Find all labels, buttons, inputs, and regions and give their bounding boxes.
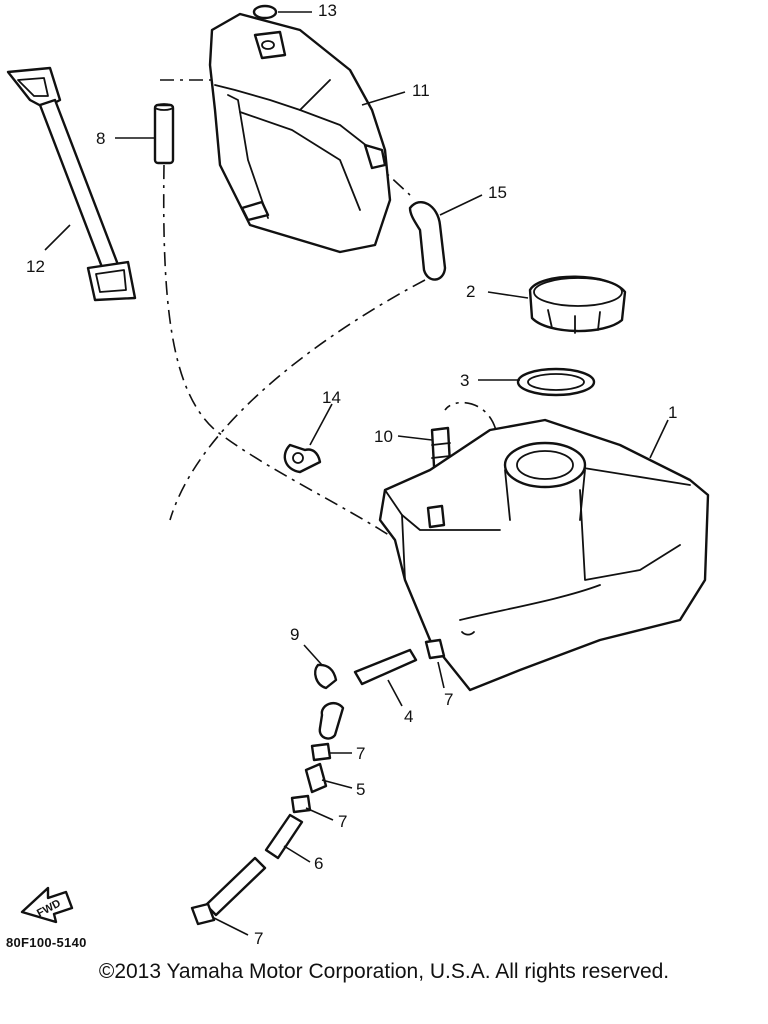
- callout-leader-lines: [44, 11, 669, 936]
- hose-part-8: [153, 103, 175, 165]
- callout-9: 9: [290, 625, 299, 644]
- copyright-notice: ©2013 Yamaha Motor Corporation, U.S.A. A…: [98, 960, 670, 983]
- gasket-part-3: [516, 367, 596, 397]
- callout-labels: 13 11 8 15 12 2 3 14 10 1 9 7 4 7 5 7 6 …: [26, 1, 677, 948]
- callout-7d: 7: [254, 929, 263, 948]
- callout-7a: 7: [444, 690, 453, 709]
- callout-2: 2: [466, 282, 475, 301]
- fuel-filter-part-5: [304, 762, 328, 794]
- fuel-hose-part-4: [318, 648, 418, 740]
- callout-10: 10: [374, 427, 393, 446]
- callout-11: 11: [412, 81, 430, 100]
- fuel-hose-part-6: [204, 813, 304, 917]
- callout-4: 4: [404, 707, 413, 726]
- hose-part-15: [408, 201, 447, 281]
- forward-arrow-icon: FWD: [20, 886, 74, 924]
- cap-part-13: [252, 4, 278, 20]
- callout-12: 12: [26, 257, 45, 276]
- hose-clips-part-7: [190, 638, 446, 926]
- diagram-code: 80F100-5140: [6, 935, 87, 950]
- fuel-tank-part-1: [378, 418, 710, 692]
- clamp-part-9: [314, 663, 338, 690]
- callout-14: 14: [322, 388, 341, 407]
- callout-13: 13: [318, 1, 337, 20]
- callout-3: 3: [460, 371, 469, 390]
- reservoir-tank-part-11: [208, 12, 392, 254]
- callout-8: 8: [96, 129, 105, 148]
- callout-6: 6: [314, 854, 323, 873]
- filler-cap-part-2: [528, 275, 627, 334]
- callout-15: 15: [488, 183, 507, 202]
- callout-1: 1: [668, 403, 677, 422]
- callout-7b: 7: [356, 744, 365, 763]
- callout-7c: 7: [338, 812, 347, 831]
- callout-5: 5: [356, 780, 365, 799]
- strap-part-12: [6, 66, 137, 302]
- clamp-part-14: [283, 443, 322, 474]
